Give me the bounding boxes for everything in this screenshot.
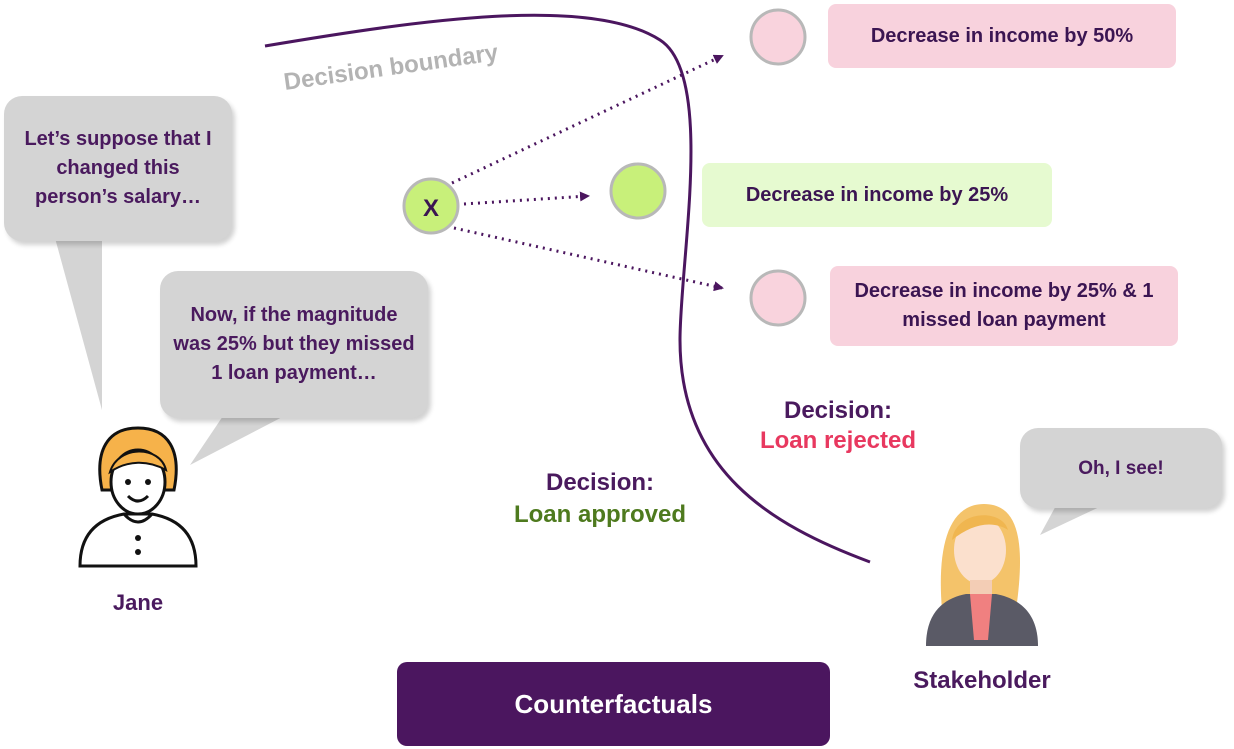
counterfactuals-title-box: Counterfactuals — [397, 662, 830, 746]
counterfactuals-title: Counterfactuals — [514, 688, 713, 719]
cf2-point — [609, 162, 667, 220]
cf2-label: Decrease in income by 25% — [745, 183, 1009, 206]
arrow-to-cf1 — [451, 54, 724, 185]
jane-name: Jane — [112, 590, 164, 615]
jane-bubble-1-text: Let’s suppose that I changed this person… — [24, 128, 212, 208]
jane-bubble-2: Now, if the magnitude was 25% but they m… — [160, 271, 428, 418]
decision-approved: Decision: Loan approved — [490, 467, 710, 531]
cf3-box: Decrease in income by 25% & 1 missed loa… — [830, 266, 1178, 346]
decision-boundary-curve — [264, 13, 871, 564]
stakeholder-bubble-tail — [1040, 502, 1110, 535]
decision-rejected-value: Loan rejected — [759, 427, 917, 454]
cf3-point — [749, 269, 807, 327]
jane-bubble2-tail — [190, 413, 290, 465]
cf1-box: Decrease in income by 50% — [828, 4, 1176, 68]
stakeholder-bubble: Oh, I see! — [1020, 428, 1222, 508]
jane-avatar-icon — [78, 426, 198, 568]
stakeholder-name: Stakeholder — [913, 667, 1051, 694]
arrow-to-cf2 — [463, 191, 590, 206]
cf2-box: Decrease in income by 25% — [702, 163, 1052, 227]
original-point — [402, 177, 460, 235]
cf1-point — [749, 8, 807, 66]
cf1-label: Decrease in income by 50% — [870, 24, 1134, 47]
decision-approved-value: Loan approved — [513, 501, 687, 528]
jane-bubble-1: Let’s suppose that I changed this person… — [4, 96, 232, 241]
decision-rejected: Decision: Loan rejected — [730, 396, 946, 456]
jane-bubble-2-text: Now, if the magnitude was 25% but they m… — [173, 304, 415, 384]
stakeholder-avatar-icon — [926, 504, 1038, 646]
stakeholder-bubble-text: Oh, I see! — [1078, 457, 1164, 479]
decision-rejected-heading: Decision: — [783, 397, 893, 424]
arrow-to-cf3 — [453, 226, 724, 292]
jane-bubble1-tail — [55, 238, 102, 410]
decision-approved-heading: Decision: — [545, 469, 655, 496]
original-point-label: X — [423, 195, 439, 222]
cf3-label: Decrease in income by 25% & 1 missed loa… — [854, 280, 1154, 331]
decision-boundary-label: Decision boundary — [282, 39, 500, 96]
